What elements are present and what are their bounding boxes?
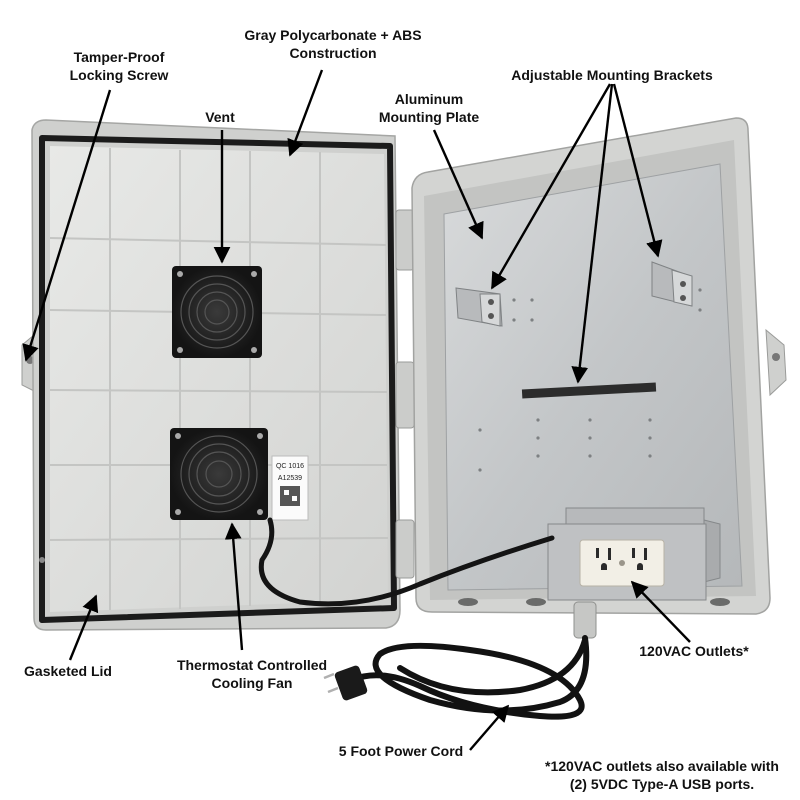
label-brackets: Adjustable Mounting Brackets (494, 66, 730, 84)
label-cooling-fan-line-2: Cooling Fan (211, 675, 293, 691)
plug (334, 665, 368, 701)
label-cooling-fan: Thermostat Controlled Cooling Fan (162, 656, 342, 692)
label-brackets-line-1: Adjustable Mounting Brackets (511, 67, 713, 83)
vent-fan (172, 266, 262, 358)
power-cord (323, 601, 597, 720)
hinges (395, 209, 415, 579)
label-gasketed-lid: Gasketed Lid (12, 662, 124, 680)
label-vent-line-1: Vent (205, 109, 235, 125)
fan-wire (258, 517, 555, 607)
label-cooling-fan-line-1: Thermostat Controlled (176, 657, 328, 673)
callout-arrows (22, 69, 691, 751)
label-power-cord: 5 Foot Power Cord (326, 742, 476, 760)
label-mounting-plate-line-2: Mounting Plate (378, 109, 480, 125)
label-footnote: *120VAC outlets also available with (2) … (530, 757, 794, 793)
label-construction-line-1: Gray Polycarbonate + ABS (244, 27, 422, 43)
enclosure-body (411, 117, 787, 615)
cooling-fan (170, 428, 268, 520)
label-locking-screw: Tamper-Proof Locking Screw (56, 48, 182, 84)
label-locking-screw-line-1: Tamper-Proof (73, 49, 165, 65)
outlet-box (547, 507, 721, 601)
mounting-bracket-left (455, 287, 503, 327)
fan-tag: QC 1016 A12539 (271, 455, 309, 521)
din-rail (521, 382, 657, 399)
label-vent: Vent (192, 108, 248, 126)
label-mounting-plate-line-1: Aluminum (394, 91, 464, 107)
label-locking-screw-line-2: Locking Screw (69, 67, 169, 83)
label-power-cord-line-1: 5 Foot Power Cord (338, 743, 464, 759)
label-mounting-plate: Aluminum Mounting Plate (364, 90, 494, 126)
label-footnote-line-1: *120VAC outlets also available with (545, 758, 779, 774)
gasketed-lid (21, 119, 401, 631)
fan-tag-line-2: A12539 (278, 475, 302, 482)
fan-tag-line-1: QC 1016 (276, 463, 304, 470)
label-outlets-line-1: 120VAC Outlets* (639, 643, 749, 659)
label-construction-line-2: Construction (289, 45, 377, 61)
label-footnote-line-2: (2) 5VDC Type-A USB ports. (569, 776, 755, 792)
label-outlets: 120VAC Outlets* (624, 642, 764, 660)
mounting-bracket-right (651, 261, 693, 307)
label-gasketed-lid-line-1: Gasketed Lid (24, 663, 112, 679)
label-construction: Gray Polycarbonate + ABS Construction (228, 26, 438, 62)
